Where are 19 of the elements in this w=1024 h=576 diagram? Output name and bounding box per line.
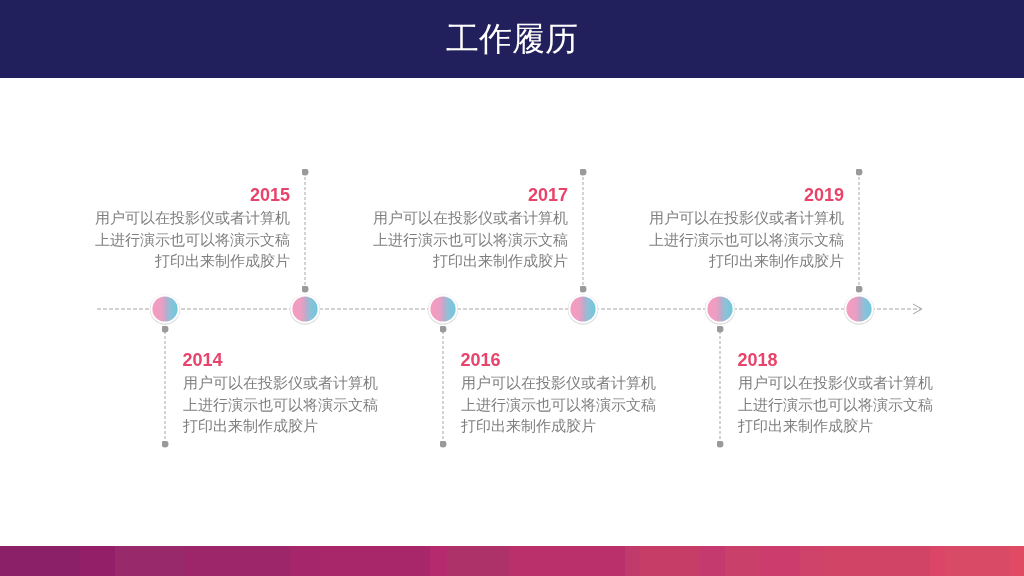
year-heading: 2016 [460, 349, 501, 372]
description-text: 用户可以在投影仪或者计算机上进行演示也可以将演示文稿打印出来制作成胶片 [182, 373, 379, 436]
year-heading: 2018 [737, 349, 778, 372]
leader-line [855, 168, 863, 293]
year-heading: 2019 [803, 184, 844, 207]
description-text: 用户可以在投影仪或者计算机上进行演示也可以将演示文稿打印出来制作成胶片 [372, 208, 568, 271]
page-title: 工作履历 [446, 19, 578, 59]
description-text: 用户可以在投影仪或者计算机上进行演示也可以将演示文稿打印出来制作成胶片 [648, 208, 844, 271]
description-text: 用户可以在投影仪或者计算机上进行演示也可以将演示文稿打印出来制作成胶片 [737, 373, 934, 436]
leader-line [301, 168, 309, 293]
year-heading: 2015 [249, 184, 290, 207]
year-heading: 2017 [527, 184, 568, 207]
description-text: 用户可以在投影仪或者计算机上进行演示也可以将演示文稿打印出来制作成胶片 [94, 208, 290, 271]
year-heading: 2014 [182, 349, 223, 372]
leader-line [439, 325, 447, 448]
leader-line [579, 168, 587, 293]
leader-line [716, 325, 724, 448]
description-text: 用户可以在投影仪或者计算机上进行演示也可以将演示文稿打印出来制作成胶片 [460, 373, 657, 436]
leader-line [161, 325, 169, 448]
